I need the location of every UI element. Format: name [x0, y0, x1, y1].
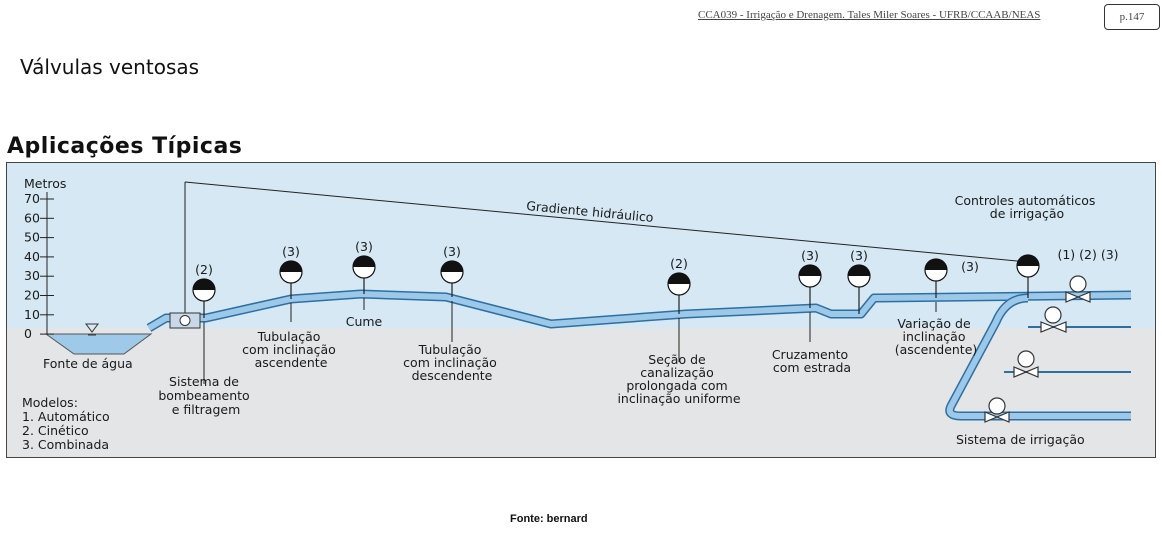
water-level-icon — [85, 323, 99, 333]
axis-tick-label: 40 — [24, 249, 40, 264]
axis-tick-label: 0 — [24, 326, 32, 341]
label-water-source: Fonte de água — [43, 356, 133, 371]
label-uniform-section: Seção de canalização prolongada com incl… — [617, 352, 740, 406]
air-valve-dome — [668, 273, 690, 284]
pump-icon — [179, 315, 191, 326]
label-pump-system: Sistema de bombeamento e filtragem — [158, 374, 253, 417]
valve-model-marker: (3) — [961, 259, 979, 274]
axis-ticks: 70 60 50 40 30 20 10 0 — [24, 191, 54, 341]
label-summit: Cume — [346, 314, 383, 329]
air-valve-dome — [848, 265, 870, 276]
air-valve-dome — [280, 261, 302, 272]
diagram-sky — [6, 162, 1156, 332]
air-valve-dome — [799, 265, 821, 276]
label-auto-controls: Controles automáticos de irrigação — [955, 193, 1100, 221]
air-valve-dome — [353, 256, 375, 267]
valve-model-marker: (2) — [670, 256, 688, 271]
valve-model-marker: (3) — [443, 244, 461, 259]
axis-tick-label: 50 — [24, 230, 40, 245]
valve-model-marker: (1) (2) (3) — [1057, 247, 1118, 262]
diagram-frame — [6, 162, 1156, 458]
axis-tick-label: 60 — [24, 210, 40, 225]
label-irrigation-system: Sistema de irrigação — [956, 432, 1085, 447]
valve-models-legend: Modelos: 1. Automático 2. Cinético 3. Co… — [22, 395, 114, 452]
air-valve-dome — [441, 261, 463, 272]
valve-model-marker: (3) — [801, 248, 819, 263]
air-valve-dome — [193, 279, 215, 290]
label-slope-change: Variação de inclinação (ascendente) — [895, 316, 978, 357]
page-number: p.147 — [1104, 4, 1160, 30]
label-road-crossing: Cruzamento com estrada — [772, 347, 852, 375]
axis-tick-label: 30 — [24, 268, 40, 283]
air-valves: (2) (3) (3) (3) (2) (3) (3) (3) (1) (2) (3) — [192, 239, 1119, 384]
gate-valve-icon — [1013, 350, 1039, 378]
valve-model-marker: (3) — [355, 239, 373, 254]
label-ascending-pipe: Tubulação com inclinação ascendente — [242, 329, 340, 370]
valve-model-marker: (3) — [282, 244, 300, 259]
diagram-ground — [6, 328, 1156, 458]
hydraulic-gradient-line — [184, 181, 1029, 263]
figure-title: Aplicações Típicas — [7, 134, 243, 159]
slide-title: Válvulas ventosas — [20, 55, 200, 79]
gate-valve-icon — [984, 397, 1010, 423]
label-descending-pipe: Tubulação com inclinação descendente — [403, 342, 501, 383]
axis-tick-label: 10 — [24, 307, 40, 322]
main-pipeline — [147, 291, 1132, 331]
air-valve-dome — [1017, 255, 1039, 266]
course-header: CCA039 - Irrigação e Drenagem. Tales Mil… — [698, 9, 1041, 21]
air-valve-dome — [925, 259, 947, 270]
gate-valves — [984, 275, 1091, 423]
valve-model-marker: (3) — [850, 248, 868, 263]
irrigation-branch — [946, 295, 1131, 419]
figure-source: Fonte: bernard — [510, 513, 588, 525]
gate-valve-icon — [1065, 275, 1091, 303]
valve-model-marker: (2) — [195, 262, 213, 277]
gate-valve-icon — [1040, 306, 1067, 333]
water-source — [44, 333, 153, 355]
axis-label: Metros — [24, 176, 66, 191]
axis-tick-label: 20 — [24, 288, 40, 303]
axis-tick-label: 70 — [24, 191, 40, 206]
